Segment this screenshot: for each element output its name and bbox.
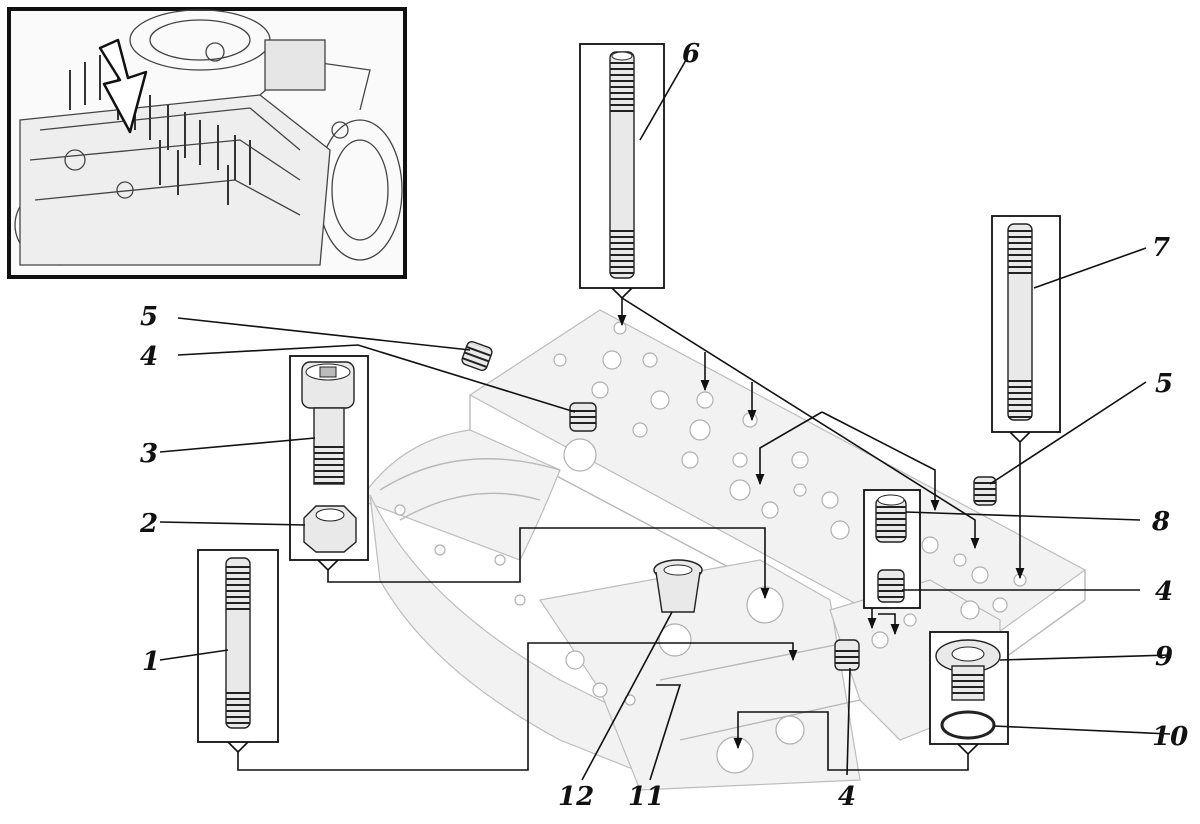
callout-3: 3	[140, 439, 158, 469]
part-6-stud-box	[579, 43, 665, 300]
location-arrow-icon	[98, 38, 148, 134]
callout-labels: 1 2 3 4 4 4 5 5 6 7 8 9 10 11 12	[139, 39, 1188, 812]
part-8-4-box	[863, 489, 921, 609]
assembly-lines	[237, 297, 1025, 771]
part-9-10-box	[929, 631, 1009, 756]
callout-1: 1	[142, 647, 160, 677]
callout-7: 7	[1152, 233, 1170, 263]
part-7-stud-box	[991, 215, 1061, 444]
callout-5-left: 5	[140, 302, 158, 332]
part-4-plug-upper	[569, 402, 597, 432]
part-12-bushing	[653, 559, 703, 613]
callout-4-right: 4	[1155, 577, 1173, 607]
part-5-plug-top	[461, 340, 493, 372]
callout-9: 9	[1155, 642, 1173, 672]
callout-8: 8	[1151, 507, 1170, 537]
part-4-plug-lower	[834, 639, 860, 671]
callout-12: 12	[558, 782, 594, 812]
callout-2: 2	[139, 509, 158, 539]
inset-studs	[69, 55, 251, 205]
leader-lines	[159, 59, 1171, 781]
part-3-2-box	[289, 355, 369, 572]
callout-11: 11	[628, 782, 664, 812]
inset-view	[7, 7, 407, 279]
gearbox-housing-ghost	[359, 309, 1087, 791]
housing-holes	[394, 321, 1027, 774]
callout-5-right: 5	[1155, 369, 1173, 399]
callout-4-upper-left: 4	[140, 342, 158, 372]
part-5-plug-right	[973, 476, 997, 506]
callout-10: 10	[1152, 722, 1188, 752]
callout-4-bottom: 4	[838, 782, 856, 812]
callout-6: 6	[682, 39, 700, 69]
part-1-stud-box	[197, 549, 279, 754]
